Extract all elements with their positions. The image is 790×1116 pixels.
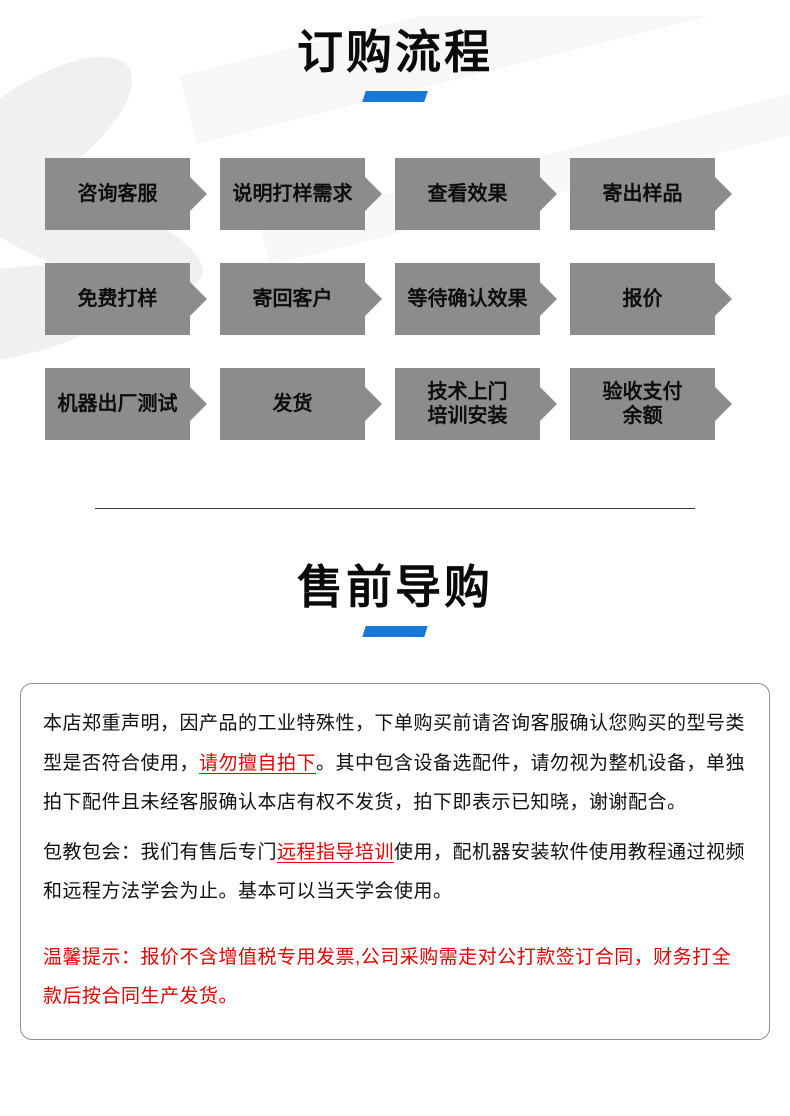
- page-content: 订购流程 咨询客服 说明打样需求 查看效果 寄出样品 免费打样 寄回客户 等待确…: [0, 16, 790, 1040]
- flow-step-shipping: 发货: [220, 368, 365, 440]
- flow-step-label: 免费打样: [77, 288, 158, 310]
- flow-step-label: 等待确认效果: [407, 288, 528, 310]
- declaration-text-end: 。其中包含设备选配件，请勿视为整机设备，单独拍下配件且未经客服确认本店有权不发货…: [43, 752, 746, 814]
- flow-step-label: 寄出样品: [602, 183, 683, 205]
- flow-step-label: 发货: [272, 393, 313, 415]
- guide-title-underline: [362, 626, 428, 637]
- notice-paragraph-invoice-tip: 温馨提示：报价不含增值税专用发票,公司采购需走对公打款签订合同，财务打全款后按合…: [43, 946, 732, 1008]
- section-divider: [95, 508, 695, 509]
- flow-step-label: 验收支付 余额: [602, 381, 683, 427]
- notice-paragraph-training: 包教包会：我们有售后专门远程指导培训使用，配机器安装软件使用教程通过视频和远程方…: [43, 833, 747, 912]
- flow-step-label: 机器出厂测试: [57, 393, 178, 415]
- flow-step-factory-test: 机器出厂测试: [45, 368, 190, 440]
- flow-step-send-sample: 寄出样品: [570, 158, 715, 230]
- training-text-start: 包教包会：我们有售后专门: [43, 841, 278, 863]
- flow-step-consult-service: 咨询客服: [45, 158, 190, 230]
- notice-paragraph-declaration: 本店郑重声明，因产品的工业特殊性，下单购买前请咨询客服确认您购买的型号类型是否符…: [43, 704, 747, 823]
- flow-step-return-to-customer: 寄回客户: [220, 263, 365, 335]
- training-text-end: 使用，配机器安装软件使用教程通过视频和远程方法学会为止。基本可以当天学会使用。: [43, 841, 746, 903]
- flow-step-label: 说明打样需求: [232, 183, 353, 205]
- flow-step-label: 查看效果: [427, 183, 508, 205]
- order-section-title: 订购流程: [297, 26, 493, 78]
- flow-step-explain-sample-needs: 说明打样需求: [220, 158, 365, 230]
- declaration-text-start: 本店郑重声明，因产品的工业特殊性，下单购买前请咨询客服确认您购买的型号类型是否符…: [43, 713, 746, 774]
- flow-step-label: 技术上门 培训安装: [427, 381, 508, 427]
- order-flowchart: 咨询客服 说明打样需求 查看效果 寄出样品 免费打样 寄回客户 等待确认效果 报…: [45, 158, 715, 440]
- notice-box: 本店郑重声明，因产品的工业特殊性，下单购买前请咨询客服确认您购买的型号类型是否符…: [20, 683, 770, 1040]
- flow-step-acceptance-payment: 验收支付 余额: [570, 368, 715, 440]
- flow-step-quotation: 报价: [570, 263, 715, 335]
- order-section: 订购流程 咨询客服 说明打样需求 查看效果 寄出样品 免费打样 寄回客户 等待确…: [0, 16, 790, 440]
- flow-step-wait-confirmation: 等待确认效果: [395, 263, 540, 335]
- flow-step-view-results: 查看效果: [395, 158, 540, 230]
- flow-step-label: 咨询客服: [77, 183, 158, 205]
- guide-section-title: 售前导购: [297, 561, 493, 613]
- flow-step-free-sampling: 免费打样: [45, 263, 190, 335]
- flow-step-onsite-training: 技术上门 培训安装: [395, 368, 540, 440]
- remote-training-highlight: 远程指导培训: [277, 841, 395, 863]
- do-not-purchase-warning: 请勿擅自拍下: [199, 752, 317, 774]
- flow-step-label: 寄回客户: [252, 288, 333, 310]
- flow-step-label: 报价: [622, 288, 663, 310]
- order-title-underline: [362, 91, 428, 102]
- guide-section: 售前导购 本店郑重声明，因产品的工业特殊性，下单购买前请咨询客服确认您购买的型号…: [0, 551, 790, 1040]
